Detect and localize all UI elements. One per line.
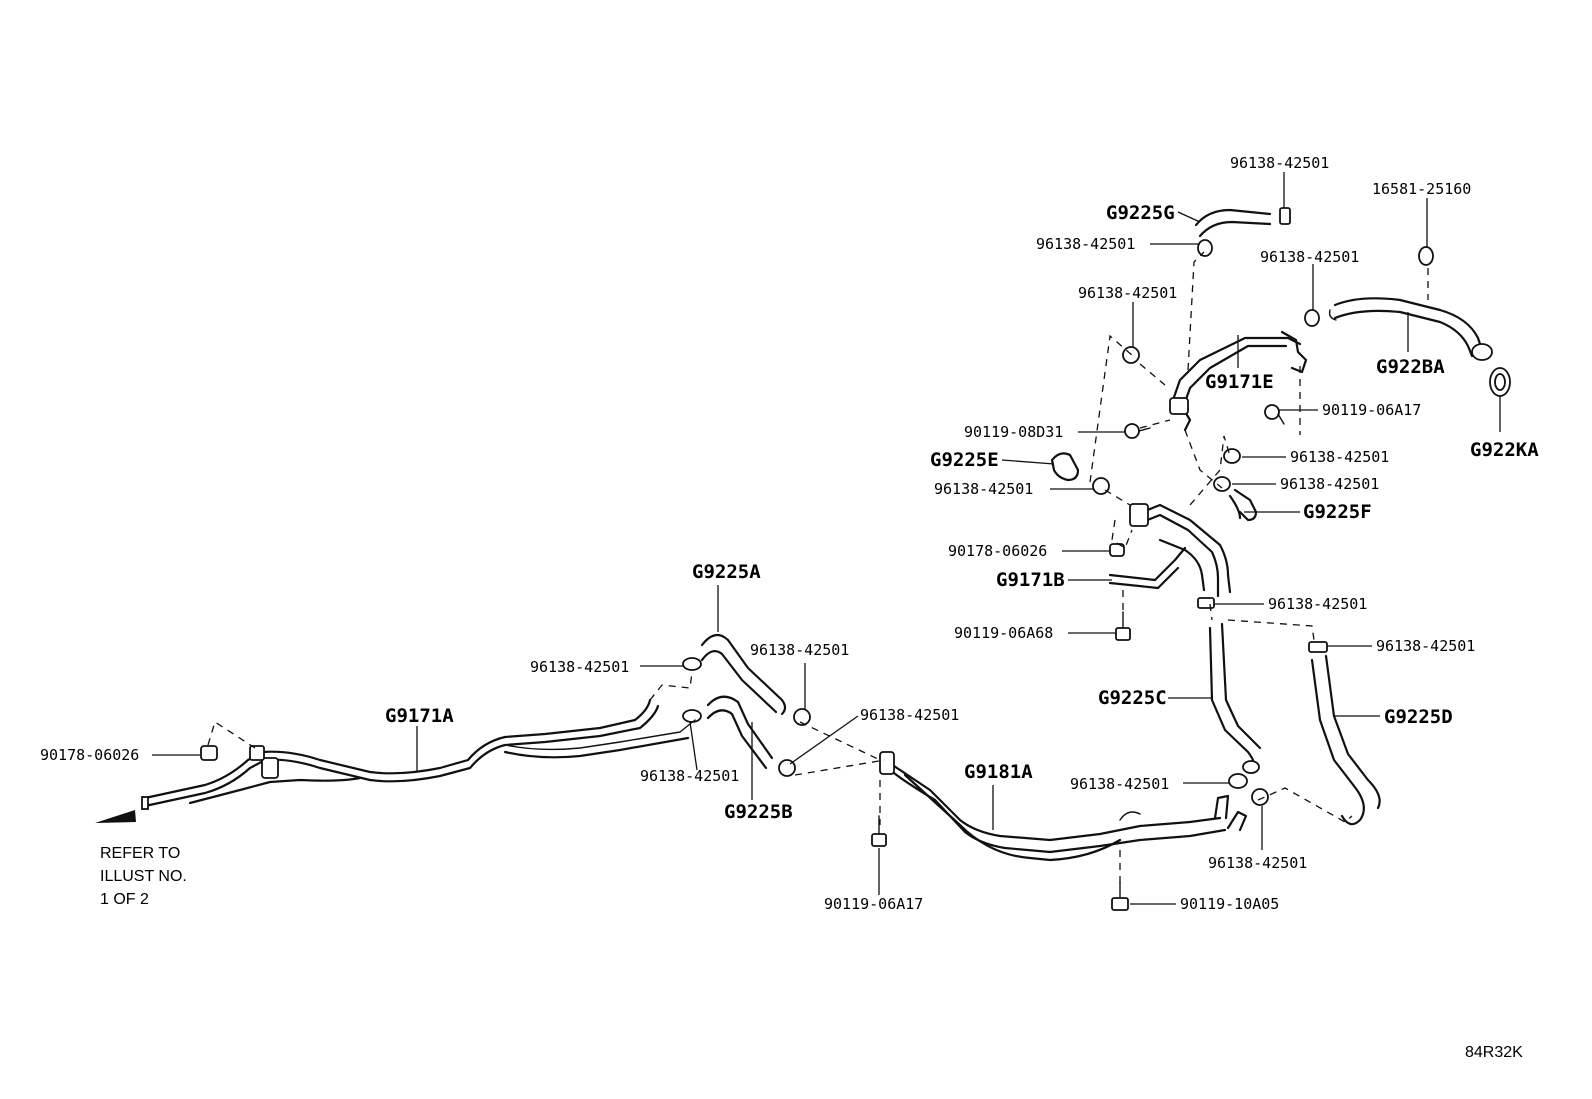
label-96138-42501-j: 96138-42501 [750,641,849,659]
clamp-icon [682,657,811,777]
label-90119-08d31: 90119-08D31 [964,423,1063,441]
hose-g9225f [1228,488,1258,522]
label-96138-42501-a: 96138-42501 [1230,154,1329,172]
pipe-g9181a [879,751,1248,862]
label-96138-42501-e: 96138-42501 [1290,448,1389,466]
label-96138-42501-n: 96138-42501 [640,767,739,785]
plug-g9225e [1050,452,1080,482]
label-96138-42501-k: 96138-42501 [530,658,629,676]
label-g9181a: G9181A [964,761,1033,783]
refer-note-line3: 1 OF 2 [100,891,149,908]
label-g9225e: G9225E [930,449,999,471]
label-96138-42501-m: 96138-42501 [1070,775,1169,793]
label-g9225b: G9225B [724,801,793,823]
pipe-g9171a [141,698,691,810]
fastener-icons [200,239,1434,911]
hose-g9225g [1194,207,1291,238]
part-labels: 96138-42501 16581-25160 G9225G 96138-425… [40,154,1539,1061]
hose-g9225d [1308,641,1381,826]
label-90178-06026-b: 90178-06026 [40,746,139,764]
label-g9171b: G9171B [996,569,1065,591]
label-g922ka: G922KA [1470,439,1539,461]
label-g9225c: G9225C [1098,687,1167,709]
label-g922ba: G922BA [1376,356,1445,378]
label-90119-10a05: 90119-10A05 [1180,895,1279,913]
label-96138-42501-l: 96138-42501 [860,706,959,724]
label-g9225d: G9225D [1384,706,1453,728]
label-g9225f: G9225F [1303,501,1372,523]
label-96138-42501-i: 96138-42501 [1376,637,1475,655]
illustration-id: 84R32K [1465,1044,1523,1061]
refer-arrow-icon [95,810,136,823]
assembly-dash-lines [207,251,1429,885]
label-96138-42501-b: 96138-42501 [1036,235,1135,253]
pipe-g9171b [1108,503,1232,598]
clamp-g922ka-icon [1489,367,1511,397]
refer-note-line2: ILLUST NO. [100,868,187,885]
label-16581-25160: 16581-25160 [1372,180,1471,198]
label-96138-42501-c: 96138-42501 [1260,248,1359,266]
label-g9171a: G9171A [385,705,454,727]
label-90119-06a68: 90119-06A68 [954,624,1053,642]
label-90119-06a17-b: 90119-06A17 [824,895,923,913]
hose-g9225c [1208,622,1262,774]
label-g9225g: G9225G [1106,202,1175,224]
label-96138-42501-h: 96138-42501 [1268,595,1367,613]
hose-g9225b [706,695,774,770]
label-96138-42501-d: 96138-42501 [1078,284,1177,302]
refer-note-line1: REFER TO [100,845,180,862]
label-g9171e: G9171E [1205,371,1274,393]
label-96138-42501-f: 96138-42501 [934,480,1033,498]
label-90178-06026-a: 90178-06026 [948,542,1047,560]
hose-g922ba [1328,297,1493,361]
label-g9225a: G9225A [692,561,761,583]
label-96138-42501-g: 96138-42501 [1280,475,1379,493]
hose-g9225a [700,633,787,716]
label-90119-06a17-a: 90119-06A17 [1322,401,1421,419]
leader-lines [152,172,1501,905]
label-96138-42501-o: 96138-42501 [1208,854,1307,872]
